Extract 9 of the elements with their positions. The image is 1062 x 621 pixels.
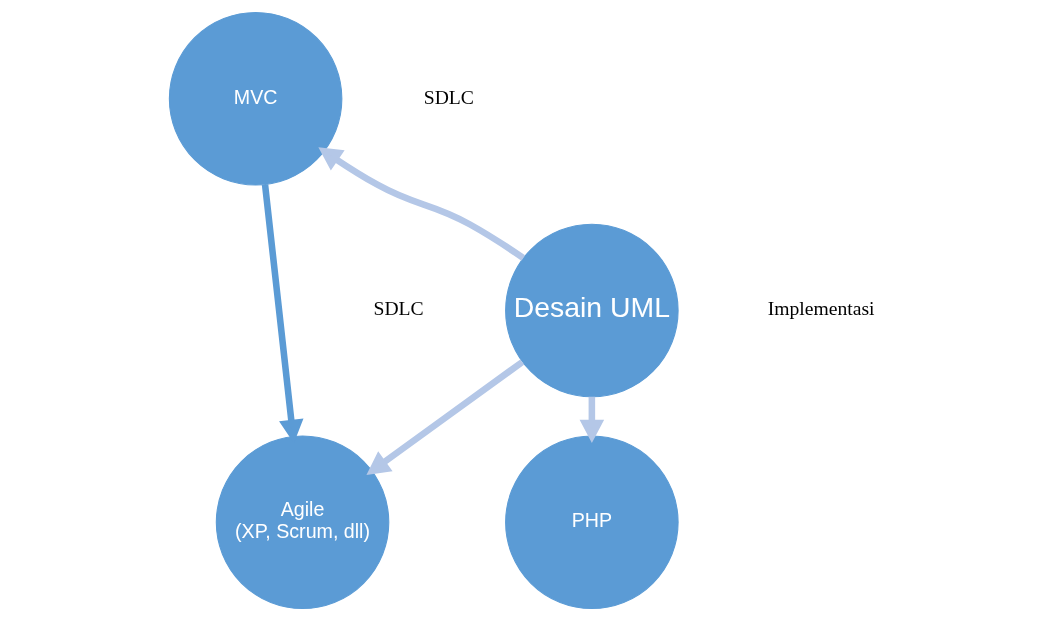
node-circle: Agile (XP, Scrum, dll)	[215, 435, 390, 610]
label: SDLC	[373, 297, 424, 320]
arrow	[318, 147, 526, 261]
node-circle: PHP	[505, 435, 679, 610]
label: SDLC	[423, 85, 474, 108]
arrow	[366, 359, 525, 475]
node-circle: Desain UML	[505, 223, 679, 398]
label: Implementasi	[767, 297, 875, 320]
arrow	[579, 396, 605, 444]
